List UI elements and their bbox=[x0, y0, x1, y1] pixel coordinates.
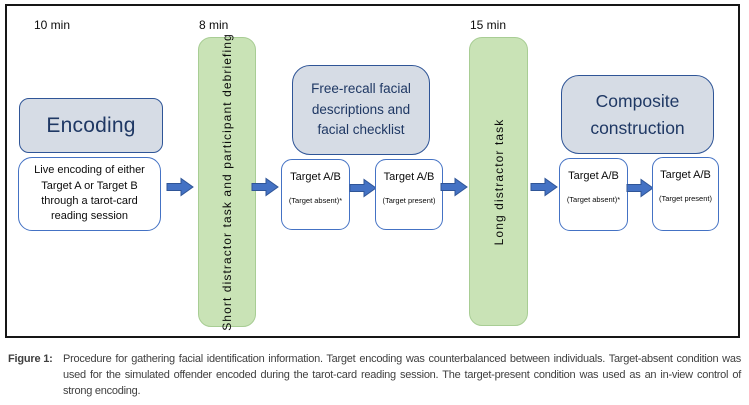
recall-target-present-box: Target A/B (Target present) bbox=[375, 159, 443, 230]
composite-target-absent-box: Target A/B (Target absent)* bbox=[559, 158, 628, 231]
short-distractor-label: Short distractor task and participant de… bbox=[220, 33, 234, 331]
composite-header-label: Composite construction bbox=[590, 91, 685, 138]
target-box-title: Target A/B bbox=[290, 171, 341, 183]
free-recall-header-label: Free-recall facial descriptions and faci… bbox=[311, 80, 411, 138]
encoding-detail-box: Live encoding of either Target A or Targ… bbox=[18, 157, 161, 231]
flow-arrow-icon bbox=[530, 177, 558, 197]
target-box-title: Target A/B bbox=[568, 170, 619, 182]
figure-caption-label: Figure 1: bbox=[8, 353, 53, 365]
encoding-header-box: Encoding bbox=[19, 98, 163, 153]
time-label-8min: 8 min bbox=[199, 18, 229, 32]
flow-arrow-icon bbox=[166, 177, 194, 197]
recall-target-absent-box: Target A/B (Target absent)* bbox=[281, 159, 350, 230]
figure-caption-text: Procedure for gathering facial identific… bbox=[63, 353, 741, 397]
flow-arrow-icon bbox=[626, 178, 654, 198]
figure-caption: Figure 1: Procedure for gathering facial… bbox=[8, 351, 741, 399]
encoding-header-label: Encoding bbox=[46, 113, 136, 137]
composite-target-present-box: Target A/B (Target present) bbox=[652, 157, 719, 231]
target-box-subtitle: (Target present) bbox=[659, 194, 712, 203]
target-box-title: Target A/B bbox=[383, 171, 435, 183]
target-box-subtitle: (Target present) bbox=[382, 196, 436, 205]
long-distractor-bar: Long distractor task bbox=[469, 37, 528, 326]
composite-header-box: Composite construction bbox=[561, 75, 714, 154]
flow-arrow-icon bbox=[349, 178, 377, 198]
target-box-subtitle: (Target absent)* bbox=[566, 195, 621, 204]
target-box-subtitle: (Target absent)* bbox=[288, 196, 343, 205]
time-label-15min: 15 min bbox=[470, 18, 507, 32]
short-distractor-bar: Short distractor task and participant de… bbox=[198, 33, 256, 331]
time-label-10min: 10 min bbox=[34, 18, 71, 32]
target-box-title: Target A/B bbox=[660, 169, 711, 181]
flow-arrow-icon bbox=[251, 177, 279, 197]
free-recall-header-box: Free-recall facial descriptions and faci… bbox=[292, 65, 430, 155]
flow-arrow-icon bbox=[440, 177, 468, 197]
long-distractor-label: Long distractor task bbox=[491, 118, 506, 245]
encoding-detail-text: Live encoding of either Target A or Targ… bbox=[34, 164, 145, 223]
